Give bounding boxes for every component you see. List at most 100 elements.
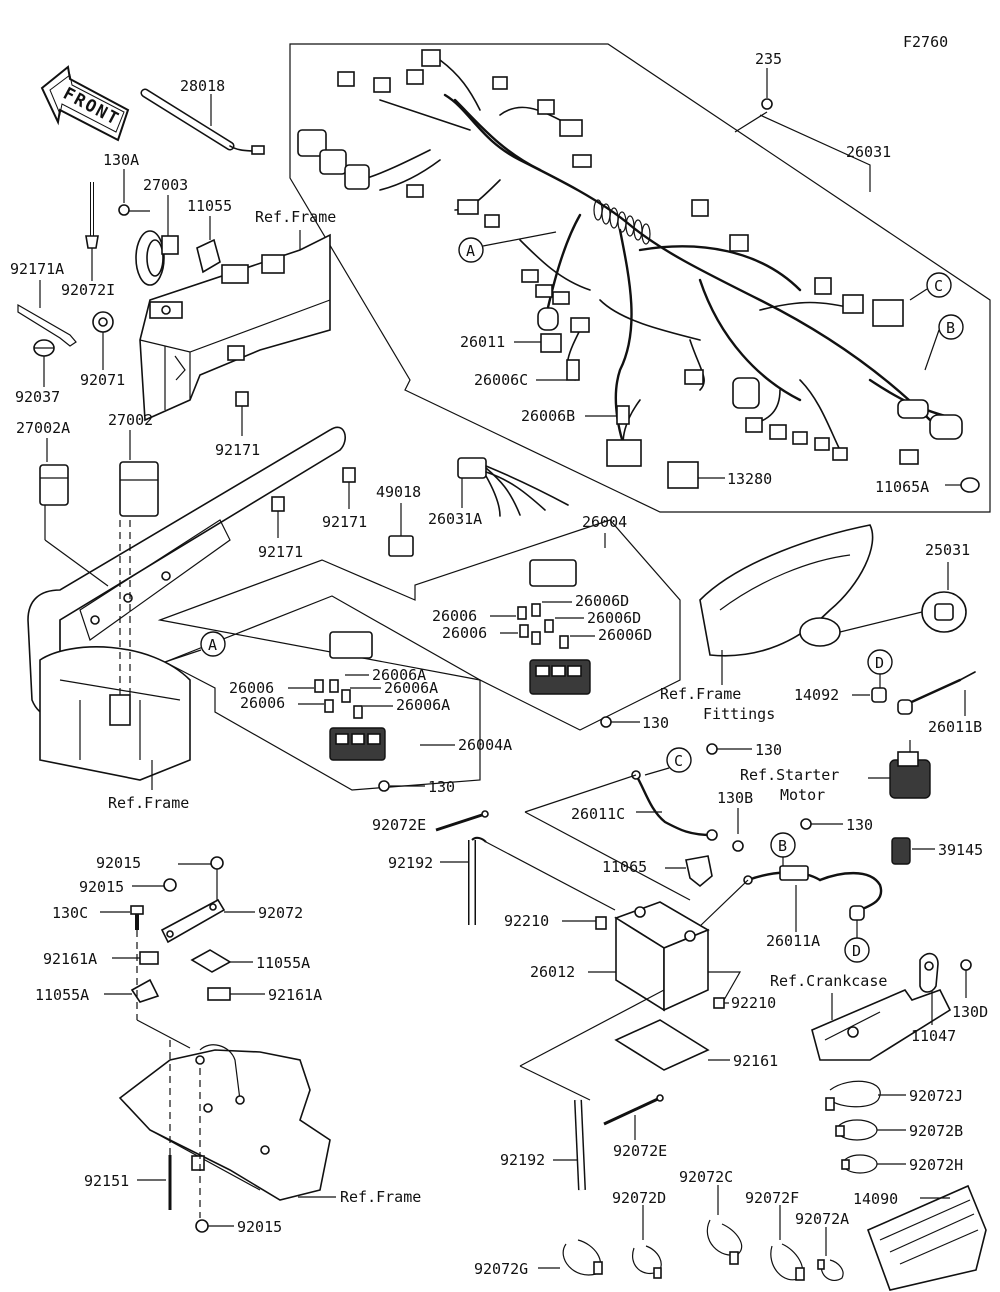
sensor-28018[interactable] — [140, 88, 265, 155]
label-92072[interactable]: 92072 — [258, 904, 303, 922]
bolt-130a[interactable] — [118, 204, 130, 216]
label-26031[interactable]: 26031 — [846, 143, 891, 161]
pad-92161a-a[interactable] — [139, 951, 159, 965]
clamp-92037[interactable] — [33, 339, 55, 357]
label-92072d[interactable]: 92072D — [612, 1189, 666, 1207]
cap-14092[interactable] — [871, 687, 887, 703]
nut-92015-b[interactable] — [163, 878, 177, 892]
tie-92072h[interactable] — [841, 1154, 878, 1174]
label-130-4[interactable]: 130 — [846, 816, 873, 834]
tie-92072j[interactable] — [825, 1080, 881, 1111]
label-92072f[interactable]: 92072F — [745, 1189, 799, 1207]
tie-92072b[interactable] — [835, 1119, 878, 1141]
label-92015-3[interactable]: 92015 — [237, 1218, 282, 1236]
tie-92072e-lower[interactable] — [603, 1094, 664, 1126]
label-26006-4[interactable]: 26006 — [240, 694, 285, 712]
label-92015-1[interactable]: 92015 — [96, 854, 141, 872]
bracket-11047[interactable] — [919, 952, 939, 993]
label-92072a[interactable]: 92072A — [795, 1210, 849, 1228]
label-92072e-1[interactable]: 92072E — [372, 816, 426, 834]
label-26011[interactable]: 26011 — [460, 333, 505, 351]
cover-13280[interactable] — [667, 461, 699, 489]
sub-harness-26031a[interactable] — [457, 457, 569, 517]
tie-92072g[interactable] — [562, 1239, 603, 1276]
label-26006a-1[interactable]: 26006A — [372, 666, 426, 684]
label-92171-a[interactable]: 92171 — [215, 441, 260, 459]
label-92171-b[interactable]: 92171 — [322, 513, 367, 531]
label-28018[interactable]: 28018 — [180, 77, 225, 95]
socket-25031[interactable] — [921, 591, 967, 633]
label-14090[interactable]: 14090 — [853, 1190, 898, 1208]
boot-39145[interactable] — [891, 837, 911, 865]
tie-92072f[interactable] — [770, 1243, 805, 1281]
fuse-26006d-6[interactable] — [559, 635, 569, 649]
label-92071[interactable]: 92071 — [80, 371, 125, 389]
label-130-2[interactable]: 130 — [428, 778, 455, 796]
relay-27002[interactable] — [119, 461, 159, 517]
fuse-26006c[interactable] — [566, 359, 580, 381]
bolt-130-d[interactable] — [800, 818, 812, 830]
fuse-box-cover-a[interactable] — [329, 631, 373, 659]
fuse-26006a-1[interactable] — [314, 679, 324, 693]
clamp-92171-c[interactable] — [271, 496, 285, 512]
grommet-92071[interactable] — [92, 311, 114, 333]
label-92072j[interactable]: 92072J — [909, 1087, 963, 1105]
cable-26011a[interactable] — [743, 865, 883, 921]
connector-49018[interactable] — [388, 535, 414, 557]
label-39145[interactable]: 39145 — [938, 841, 983, 859]
label-26006d-1[interactable]: 26006D — [575, 592, 629, 610]
fuse-26006a-4[interactable] — [324, 699, 334, 713]
clamp-92171-a[interactable] — [235, 391, 249, 407]
clamp-92171-b[interactable] — [342, 467, 356, 483]
cover-14090[interactable] — [866, 1184, 987, 1291]
label-13280[interactable]: 13280 — [727, 470, 772, 488]
label-26011c[interactable]: 26011C — [571, 805, 625, 823]
cap-11065[interactable] — [685, 855, 713, 888]
bracket-11055a-b[interactable] — [130, 978, 160, 1003]
label-26006b[interactable]: 26006B — [521, 407, 575, 425]
clamp-92171a[interactable] — [17, 303, 77, 347]
tie-92072e-upper[interactable] — [435, 810, 489, 832]
fuse-26006d-2[interactable] — [531, 603, 541, 617]
label-92161[interactable]: 92161 — [733, 1052, 778, 1070]
bolt-130-b[interactable] — [600, 716, 612, 728]
label-26004a[interactable]: 26004A — [458, 736, 512, 754]
label-26006-2[interactable]: 26006 — [442, 624, 487, 642]
label-11065[interactable]: 11065 — [602, 858, 647, 876]
tube-92192-lower[interactable] — [574, 1099, 586, 1191]
bolt-130b[interactable] — [732, 840, 744, 852]
label-92171a[interactable]: 92171A — [10, 260, 64, 278]
bolt-130c[interactable] — [130, 905, 144, 930]
relay-26011[interactable] — [540, 333, 562, 353]
fuse-box-26004[interactable] — [529, 659, 591, 695]
pad-92210-b[interactable] — [713, 997, 725, 1009]
label-26006-3[interactable]: 26006 — [229, 679, 274, 697]
label-92210-2[interactable]: 92210 — [731, 994, 776, 1012]
label-11065a[interactable]: 11065A — [875, 478, 929, 496]
label-26012[interactable]: 26012 — [530, 963, 575, 981]
tie-92072c[interactable] — [706, 1219, 743, 1265]
fuse-26006a-5[interactable] — [353, 705, 363, 719]
fuse-box-cover-b[interactable] — [529, 559, 577, 587]
label-130b[interactable]: 130B — [717, 789, 753, 807]
label-26031a[interactable]: 26031A — [428, 510, 482, 528]
cable-26011c[interactable] — [631, 770, 718, 841]
fuse-26006d-3[interactable] — [519, 624, 529, 638]
fuse-26006d-5[interactable] — [531, 631, 541, 645]
pad-92210-a[interactable] — [595, 916, 607, 930]
label-25031[interactable]: 25031 — [925, 541, 970, 559]
label-26006d-3[interactable]: 26006D — [598, 626, 652, 644]
tie-92072d[interactable] — [632, 1245, 662, 1279]
label-130a[interactable]: 130A — [103, 151, 139, 169]
mat-92161[interactable] — [614, 1019, 710, 1071]
fuse-26006d-4[interactable] — [544, 619, 554, 633]
bracket-11055a-a[interactable] — [190, 949, 232, 973]
label-27002[interactable]: 27002 — [108, 411, 153, 429]
label-92151[interactable]: 92151 — [84, 1172, 129, 1190]
label-92037[interactable]: 92037 — [15, 388, 60, 406]
bolt-130-c[interactable] — [706, 743, 718, 755]
label-92161a-1[interactable]: 92161A — [43, 950, 97, 968]
label-92171-c[interactable]: 92171 — [258, 543, 303, 561]
label-27002a[interactable]: 27002A — [16, 419, 70, 437]
bracket-92072[interactable] — [160, 898, 226, 944]
